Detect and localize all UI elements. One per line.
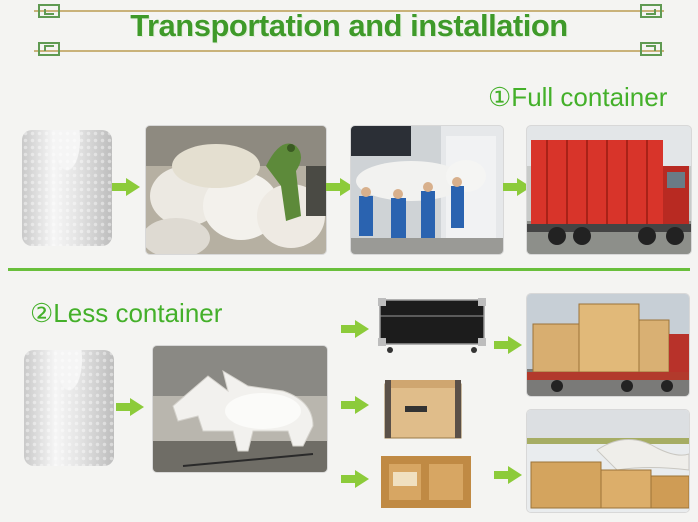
right-arrow-icon [341,320,369,338]
right-arrow-icon [341,396,369,414]
bubble-wrap-roll-image [22,130,112,246]
wrapped-triceratops-photo [153,346,327,472]
section-title-less-container: ②Less container [30,298,223,328]
corner-ornament-icon [38,4,60,18]
loading-container-photo [351,126,503,254]
right-arrow-icon [112,178,140,196]
header-frame-bottom-line [34,50,664,52]
corner-ornament-icon [38,42,60,56]
section-title-full-container: ①Full container [488,82,668,112]
plywood-box-image [384,380,462,439]
bubble-wrap-roll-image [24,350,114,466]
right-arrow-icon [326,178,354,196]
crates-at-site-photo [527,410,689,512]
right-arrow-icon [494,466,522,484]
right-arrow-icon [494,336,522,354]
section-divider [8,268,690,271]
corner-ornament-icon [640,42,662,56]
right-arrow-icon [116,398,144,416]
header-frame-top-line [34,10,664,12]
wrapped-dinosaur-photo [146,126,326,254]
crates-on-truck-photo [527,294,689,396]
wooden-crate-image [381,456,471,508]
page-title: Transportation and installation [130,8,568,43]
flight-case-image [378,298,486,353]
red-truck-photo [527,126,691,254]
right-arrow-icon [341,470,369,488]
